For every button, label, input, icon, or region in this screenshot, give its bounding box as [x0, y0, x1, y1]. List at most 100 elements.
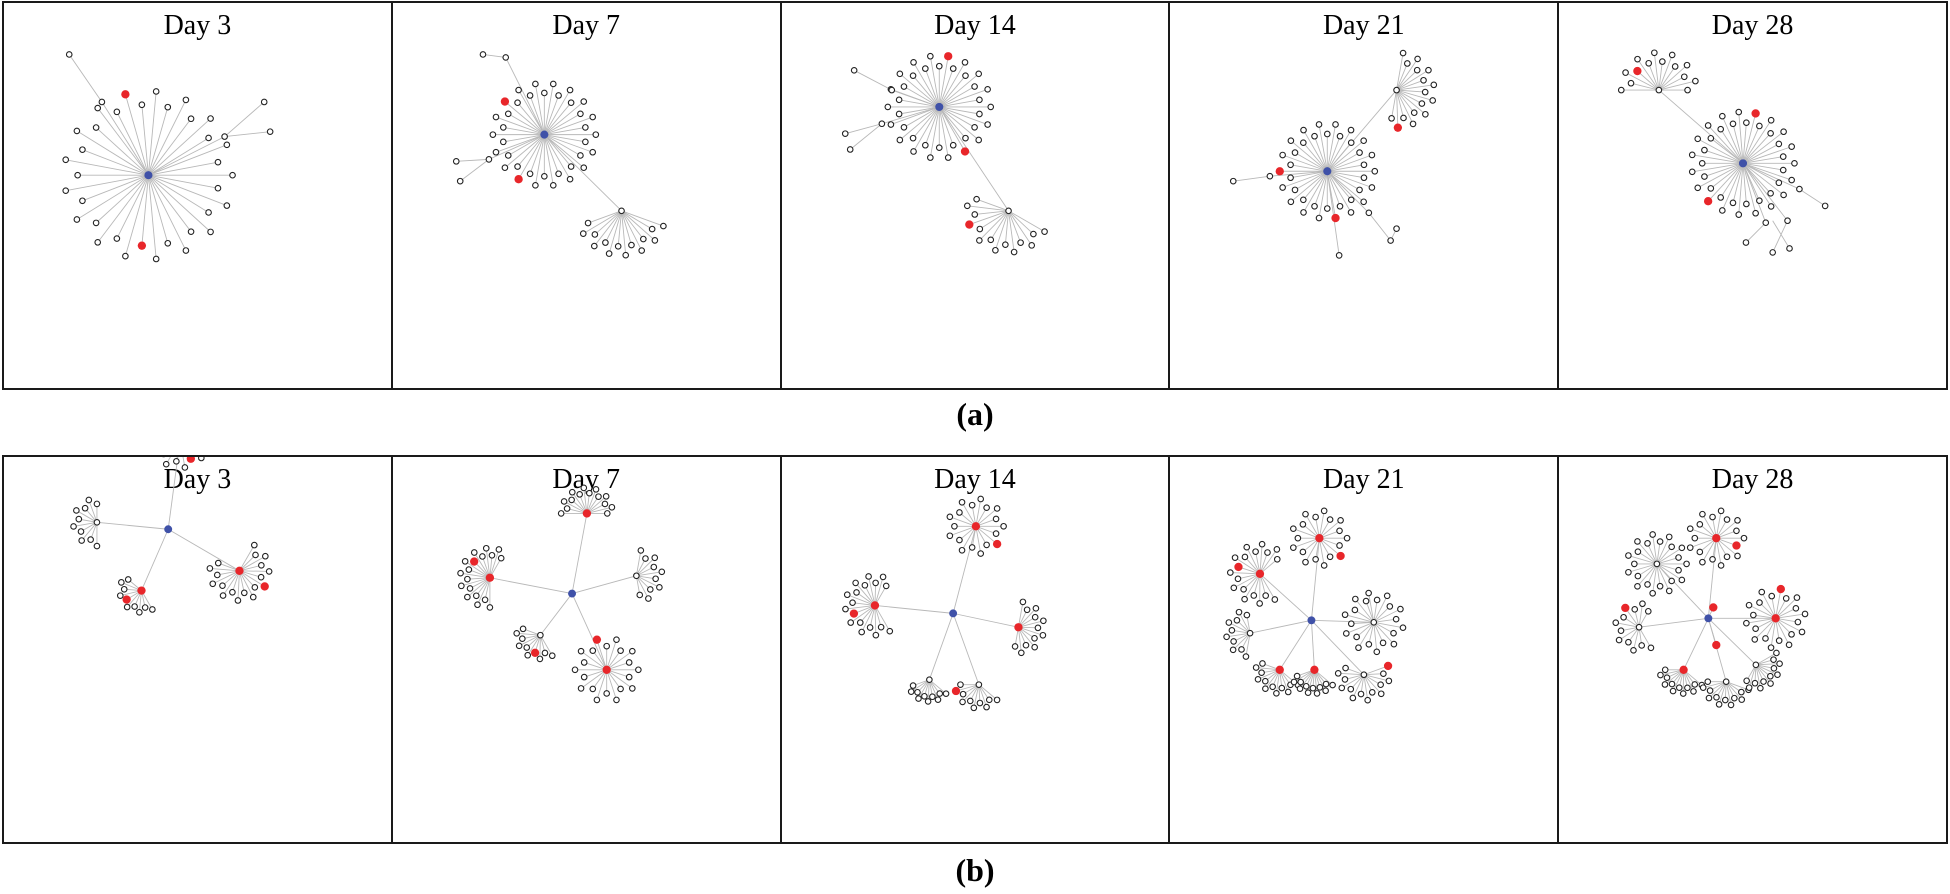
leaf-node — [1644, 581, 1652, 588]
edge — [1770, 618, 1777, 648]
edge — [124, 94, 149, 176]
network-graph — [1230, 49, 1438, 259]
leaf-node — [1262, 592, 1270, 599]
leaf-node — [1666, 587, 1673, 595]
edge — [239, 555, 266, 572]
edge — [148, 161, 219, 176]
edge — [182, 457, 186, 468]
leaf-node — [540, 172, 548, 180]
leaf-node — [1731, 694, 1738, 702]
highlight-node — [992, 539, 1001, 549]
leaf-node — [1242, 553, 1249, 561]
edge — [1708, 618, 1757, 666]
leaf-node — [501, 164, 509, 172]
edge — [476, 577, 491, 605]
leaf-node — [1757, 684, 1764, 692]
leaf-node — [1776, 660, 1784, 668]
leaf-node — [1258, 669, 1266, 677]
edge — [543, 134, 571, 180]
leaf-node — [958, 546, 965, 554]
edge — [1656, 563, 1709, 619]
leaf-node — [968, 501, 976, 509]
leaf-node — [1287, 137, 1295, 145]
edge — [1637, 551, 1658, 565]
edge — [606, 650, 633, 671]
leaf-node — [1290, 544, 1298, 551]
leaf-node — [463, 593, 471, 601]
edge — [239, 544, 255, 572]
leaf-node — [638, 247, 645, 254]
edge — [910, 679, 930, 693]
edge — [1311, 538, 1321, 621]
leaf-node — [871, 579, 879, 587]
leaf-node — [1717, 507, 1725, 515]
leaf-node — [592, 486, 600, 493]
leaf-node — [131, 603, 138, 610]
leaf-node — [864, 573, 872, 580]
leaf-node — [1701, 146, 1708, 154]
panel-title: Day 7 — [552, 10, 621, 41]
panel-title: Day 3 — [163, 10, 232, 41]
leaf-node — [589, 647, 596, 654]
edge — [148, 174, 209, 213]
edge — [1368, 622, 1375, 645]
edge — [95, 174, 149, 224]
edge — [76, 130, 149, 176]
leaf-node — [1253, 664, 1260, 671]
edge — [237, 570, 240, 601]
edge — [571, 513, 588, 594]
edge — [1327, 170, 1373, 188]
leaf-node — [946, 513, 953, 521]
edge — [1742, 133, 1772, 164]
edge — [1290, 170, 1328, 203]
highlight-node — [1621, 603, 1630, 613]
edge — [890, 88, 940, 108]
leaf-node — [987, 236, 994, 244]
leaf-node — [909, 134, 916, 142]
network-graph — [452, 51, 667, 259]
leaf-node — [461, 558, 469, 565]
edge — [1007, 210, 1032, 246]
edge — [1233, 175, 1271, 182]
leaf-node — [1756, 599, 1763, 606]
leaf-node — [970, 704, 977, 712]
edge — [1396, 69, 1418, 91]
leaf-node — [1743, 200, 1750, 208]
edge — [1625, 72, 1660, 91]
leaf-node — [650, 563, 657, 571]
leaf-node — [625, 673, 633, 681]
leaf-node — [1030, 643, 1038, 651]
edge — [1656, 557, 1679, 565]
leaf-node — [593, 696, 601, 704]
leaf-node — [1738, 696, 1746, 703]
edge — [543, 134, 581, 156]
edge — [1656, 563, 1670, 592]
edge — [1396, 52, 1404, 91]
edge — [903, 86, 940, 108]
leaf-node — [499, 138, 507, 146]
leaf-node — [1264, 549, 1272, 556]
edge — [1363, 674, 1382, 695]
leaf-node — [1770, 656, 1778, 663]
leaf-node — [1689, 151, 1696, 159]
leaf-node — [1625, 638, 1632, 646]
leaf-node — [1635, 623, 1643, 631]
leaf-node — [1344, 534, 1351, 542]
edge — [543, 134, 572, 167]
edge — [167, 457, 179, 530]
edge — [543, 134, 584, 169]
leaf-node — [1039, 617, 1047, 625]
highlight-node — [1234, 562, 1244, 572]
leaf-node — [1687, 544, 1694, 551]
edge — [1754, 618, 1777, 640]
leaf-node — [523, 644, 530, 651]
edge — [972, 684, 979, 708]
leaf-node — [1369, 689, 1376, 696]
leaf-node — [603, 690, 610, 697]
edge — [489, 549, 500, 578]
leaf-node — [1705, 694, 1713, 702]
edge — [1260, 573, 1313, 621]
edge — [1327, 170, 1370, 214]
edge — [1396, 89, 1405, 119]
panel-title: Day 14 — [934, 10, 1016, 41]
